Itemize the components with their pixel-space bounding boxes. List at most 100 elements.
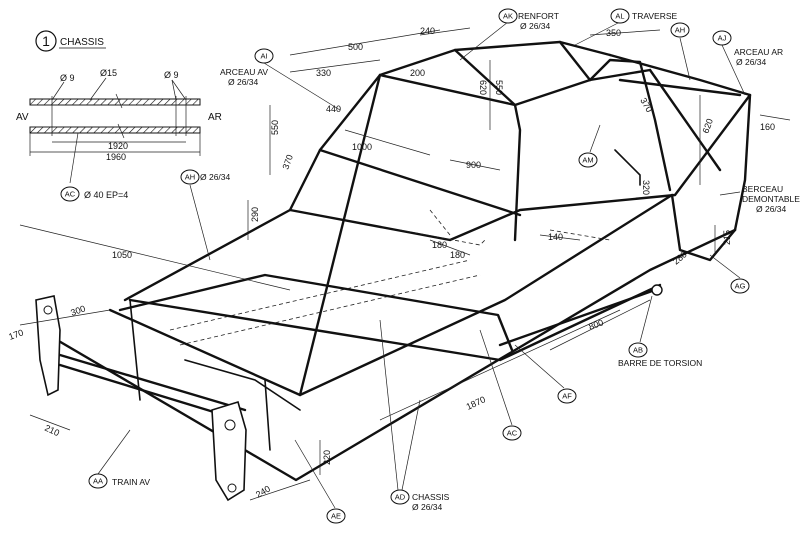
callout-ah-top: AH	[670, 22, 691, 81]
dim-240-top: 240	[420, 26, 435, 36]
front-cross	[184, 359, 301, 411]
callout-berceau: BERCEAU DEMONTABLE Ø 26/34	[719, 184, 800, 214]
rear-hoop-brace	[618, 78, 742, 97]
dim-210: 210	[43, 423, 61, 438]
dim-290: 290	[250, 207, 260, 222]
dim-180b: 180	[450, 250, 465, 260]
front-axle-tube-lower	[58, 363, 242, 422]
rear-hoop-outer	[608, 53, 752, 232]
front-vertical-left	[129, 299, 141, 401]
callout-code-ak: AK	[503, 12, 513, 21]
dim-1000: 1000	[352, 142, 372, 152]
dim-170: 170	[7, 327, 25, 342]
callout-spec-berceau: Ø 26/34	[756, 204, 787, 214]
callout-text-ai: ARCEAU AV	[220, 67, 268, 77]
dim-220: 220	[322, 450, 332, 465]
section-title: CHASSIS	[60, 37, 104, 48]
callout-ak: AK RENFORT Ø 26/34	[459, 8, 559, 61]
dim-550-left: 550	[270, 120, 280, 135]
callout-ac-bottom: AC	[479, 329, 522, 441]
front-right-plate	[211, 400, 247, 502]
roof-rail-left	[378, 40, 612, 77]
callout-text-ad: CHASSIS	[412, 492, 450, 502]
upper-right-rail	[108, 193, 674, 397]
callout-ah-left: AH Ø 26/34	[180, 169, 231, 261]
rear-roll-hoop	[588, 58, 672, 192]
callout-text-aa: TRAIN AV	[112, 477, 150, 487]
callout-code-ah-top: AH	[675, 26, 685, 35]
front-roll-hoop	[288, 73, 522, 242]
callout-code-ai: AI	[260, 52, 267, 61]
hoop-crossbar	[318, 148, 522, 217]
upper-left-rail	[123, 93, 752, 302]
callout-code-ag: AG	[735, 282, 746, 291]
section-header: 1 CHASSIS	[35, 30, 106, 52]
tube-total-length: 1960	[106, 152, 126, 162]
dim-160: 160	[760, 122, 775, 132]
dim-1870: 1870	[465, 394, 487, 412]
tube-inner-length: 1920	[108, 141, 128, 151]
callout-text-berceau: BERCEAU	[742, 184, 783, 194]
dim-500: 500	[348, 42, 363, 52]
front-hoop-diagonal	[298, 73, 382, 397]
callout-ad: AD CHASSIS Ø 26/34	[379, 319, 450, 512]
tube-wall-bottom	[29, 126, 201, 134]
callout-spec-ai: Ø 26/34	[228, 77, 259, 87]
dim-900: 900	[466, 160, 481, 170]
callout-code-af: AF	[562, 392, 572, 401]
callout-code-ac-detail: AC	[65, 190, 76, 199]
callout-code-ae: AE	[331, 512, 341, 521]
dim-320: 320	[641, 180, 651, 195]
callout-code-ab: AB	[633, 346, 643, 355]
callout-text-ak: RENFORT	[518, 11, 559, 21]
dim-140: 140	[548, 232, 563, 242]
callout-code-ad: AD	[395, 493, 406, 502]
callout-code-ac-bottom: AC	[507, 429, 518, 438]
section-number: 1	[42, 33, 50, 49]
roof-traverse	[558, 40, 592, 82]
callouts: AK RENFORT Ø 26/34 AL TRAVERSE AH AJ ARC…	[88, 8, 800, 524]
callout-al: AL TRAVERSE	[574, 8, 678, 46]
dim-370-left: 370	[280, 153, 295, 171]
rear-cradle	[670, 193, 737, 262]
callout-code-aa: AA	[93, 477, 103, 486]
dim-1050: 1050	[112, 250, 132, 260]
callout-spec-ad: Ø 26/34	[412, 502, 443, 512]
floor-crossmember	[118, 273, 514, 352]
callout-aa: AA TRAIN AV	[88, 429, 150, 489]
callout-bubble-ac-detail	[60, 186, 80, 202]
tube-dia-mid: Ø15	[100, 68, 117, 78]
callout-ag: AG	[709, 254, 750, 294]
dim-350: 350	[606, 28, 621, 38]
dim-620: 620	[478, 80, 488, 95]
tube-rear-label: AR	[208, 112, 222, 123]
dim-330: 330	[316, 68, 331, 78]
tube-dia-right: Ø 9	[164, 70, 179, 80]
dimension-lines	[19, 27, 791, 501]
rear-hoop-diagonal	[648, 68, 722, 172]
torsion-bar	[498, 288, 657, 347]
front-vertical-right	[264, 379, 271, 451]
callout-text2-berceau: DEMONTABLE	[742, 194, 800, 204]
tube-spec: Ø 40 EP=4	[84, 190, 128, 200]
roof-reinforcement	[453, 48, 517, 107]
tube-detail: AV AR Ø 9 Ø15 Ø 9 1920 1960 AC Ø 40 EP=4	[16, 68, 222, 202]
dim-800: 800	[587, 317, 605, 332]
dimension-texts: 240 350 500 330 200 620 550 370 440 550 …	[7, 26, 775, 500]
tube-front-label: AV	[16, 112, 29, 123]
roof-rail-right	[513, 68, 652, 107]
callout-text-ab: BARRE DE TORSION	[618, 358, 702, 368]
callout-af: AF	[514, 344, 577, 404]
dim-180a: 180	[432, 240, 447, 250]
callout-spec-aj: Ø 26/34	[736, 57, 767, 67]
front-axle-tube	[58, 353, 247, 412]
callout-ai: AI ARCEAU AV Ø 26/34	[220, 48, 341, 111]
dim-215: 215	[722, 230, 732, 245]
dim-300: 300	[69, 303, 87, 318]
callout-ab: AB BARRE DE TORSION	[618, 295, 702, 368]
callout-am: AM	[578, 124, 601, 168]
lower-inner-rail	[128, 283, 662, 362]
front-left-plate	[35, 295, 61, 397]
dim-240-bottom: 240	[254, 484, 272, 500]
